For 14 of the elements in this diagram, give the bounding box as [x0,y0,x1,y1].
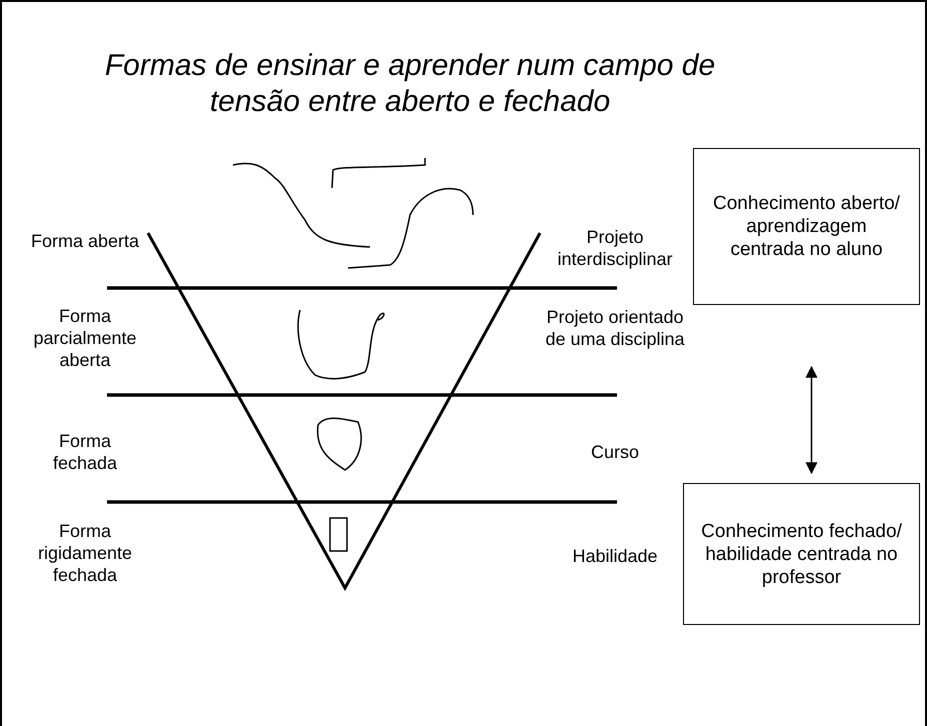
double-arrow [806,366,818,474]
level-label: Forma fechada [52,430,118,474]
text-box [693,148,920,305]
level-label: Forma aberta [30,230,140,252]
level-label: Projeto interdisciplinar [556,226,674,270]
level-label: Habilidade [571,545,659,567]
level-label: Projeto orientado de uma disciplina [545,306,685,350]
node-text: Conhecimento aberto/ aprendizagem centrada no aluno [712,192,901,261]
node-text: Conhecimento fechado/ habilidade centrada no professor [700,520,903,588]
level-label: Forma parcialmente aberta [32,305,138,371]
level-label: Forma rigidamente fechada [36,520,134,586]
title: Formas de ensinar e aprender num campo de tensão entre aberto e fechado [104,48,716,120]
level-label: Curso [590,441,640,463]
text-box [683,483,920,625]
